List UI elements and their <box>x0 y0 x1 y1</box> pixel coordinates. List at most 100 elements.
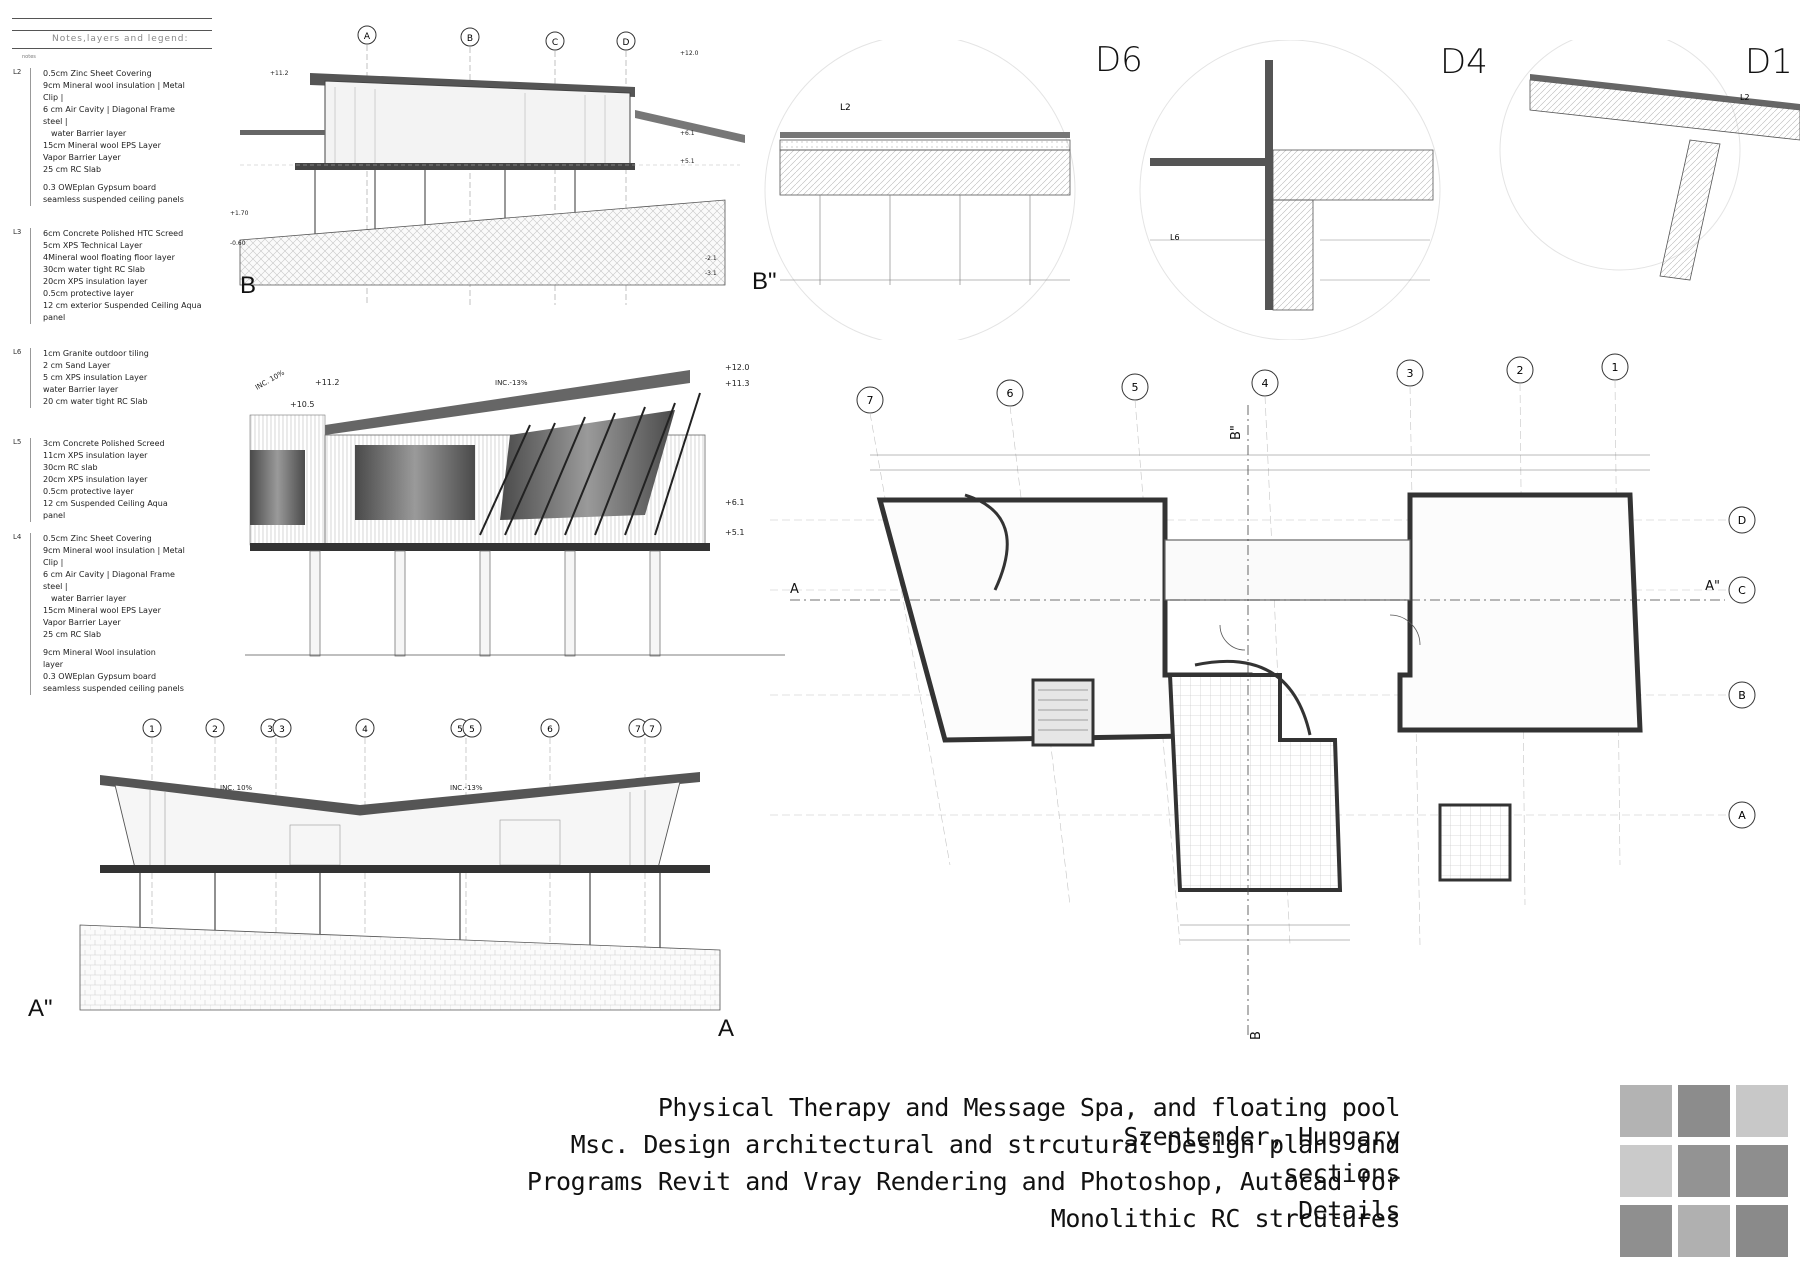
swatch <box>1736 1205 1788 1257</box>
svg-text:D: D <box>623 38 630 48</box>
svg-text:1: 1 <box>149 725 155 735</box>
layer-line: 9cm Mineral wool insulation | Metal <box>43 546 185 555</box>
legend-notes-label: notes <box>22 54 36 60</box>
level-tag: +5.1 <box>725 528 744 537</box>
level-tag: +6.1 <box>725 498 744 507</box>
caption-line-2: Msc. Design architectural and strcutural… <box>570 1130 1401 1188</box>
axis-bubble-a: A <box>357 25 377 45</box>
layer-line: water Barrier layer <box>51 129 127 138</box>
layer-line: 0.5cm Zinc Sheet Covering <box>43 534 152 543</box>
plan-wing-right <box>1397 492 1643 733</box>
svg-text:A: A <box>1738 809 1746 822</box>
layer-line: 0.5cm protective layer <box>43 487 134 496</box>
layer-line: seamless suspended ceiling panels <box>43 195 184 204</box>
svg-text:L2: L2 <box>1740 93 1750 102</box>
svg-text:3: 3 <box>1407 367 1414 380</box>
level-tag: +11.3 <box>725 379 750 388</box>
legend-rule-top <box>12 18 212 19</box>
elevation-roof <box>325 370 690 435</box>
caption-line-3: Programs Revit and Vray Rendering and Ph… <box>526 1167 1401 1225</box>
layer-line: water Barrier layer <box>43 385 119 394</box>
building-volume <box>324 80 631 166</box>
layer-name: L4 <box>13 533 22 541</box>
layer-line: 6 cm Air Cavity | Diagonal Frame <box>43 105 175 114</box>
detail-d1: L2 <box>1499 40 1800 281</box>
axis-bubble: 5 <box>1121 373 1149 401</box>
swatch <box>1620 1085 1672 1137</box>
svg-text:7: 7 <box>649 725 655 735</box>
section-b-label: B <box>240 272 257 299</box>
layer-line: layer <box>43 660 64 669</box>
layer-group-l3: L3 6cm Concrete Polished HTC Screed 5cm … <box>13 228 233 324</box>
cut-label: A <box>790 582 799 597</box>
detail-d6-title: D6 <box>1095 40 1143 80</box>
layer-line: 0.3 OWEplan Gypsum board <box>43 672 157 681</box>
level-tag: -2.1 <box>705 255 717 262</box>
glass-bay-right <box>500 410 675 520</box>
ramp <box>635 110 745 143</box>
swatch <box>1678 1085 1730 1137</box>
layer-line: panel <box>43 313 66 322</box>
layer-line: 0.3 OWEplan Gypsum board <box>43 183 157 192</box>
level-tag: +11.2 <box>315 378 340 387</box>
layer-line: 3cm Concrete Polished Screed <box>43 439 165 448</box>
layer-line: 12 cm exterior Suspended Ceiling Aqua <box>43 301 202 310</box>
svg-text:2: 2 <box>212 725 218 735</box>
svg-text:3: 3 <box>279 725 285 735</box>
slope-labels-a: INC. 10% INC.-13% <box>220 784 483 792</box>
plan-technical-room <box>1438 803 1512 882</box>
axis-bubble: 7 <box>642 718 662 738</box>
plan-stair <box>1031 678 1095 747</box>
section-a-volume <box>114 781 681 869</box>
level-tag: +10.5 <box>290 400 315 409</box>
level-tag: -3.1 <box>705 270 717 277</box>
layer-line: 20cm XPS insulation layer <box>43 475 148 484</box>
detail-d1-title: D1 <box>1745 42 1793 82</box>
level-tag: -0.60 <box>230 240 246 247</box>
layer-line: 9cm Mineral wool insulation | Metal <box>43 81 185 90</box>
plan-curved-partition <box>964 493 1009 591</box>
facade-hatch <box>334 87 606 163</box>
swatch <box>1736 1145 1788 1197</box>
layer-line: 15cm Mineral wool EPS Layer <box>43 141 161 150</box>
axis-bubble: 2 <box>1506 356 1534 384</box>
layer-line: 20cm XPS insulation layer <box>43 277 148 286</box>
detail-d4: L6 <box>1139 40 1441 340</box>
axis-bubble: 6 <box>996 379 1024 407</box>
layer-line: water Barrier layer <box>51 594 127 603</box>
axis-bubble: B <box>1728 681 1756 709</box>
svg-text:1: 1 <box>1612 361 1619 374</box>
slope-label: INC. 10% <box>254 369 286 392</box>
layer-line: Clip | <box>43 93 64 102</box>
svg-text:A: A <box>364 32 371 42</box>
section-b-drawing: A B C D +12.0 +11.2 +6.1 +5.1 +1.70 -0.6… <box>230 25 745 305</box>
axis-bubble: 3 <box>272 718 292 738</box>
layer-line: 5 cm XPS insulation Layer <box>43 373 148 382</box>
svg-text:6: 6 <box>547 725 553 735</box>
svg-text:3: 3 <box>267 725 273 735</box>
section-b-prime-label: B" <box>752 268 777 295</box>
glass-bay-center <box>355 445 475 520</box>
level-tag: +6.1 <box>680 130 695 137</box>
section-a-prime-label: A" <box>28 995 53 1022</box>
svg-text:7: 7 <box>867 394 874 407</box>
detail-drawings: L2 L6 L2 <box>764 40 1800 340</box>
axis-bubble: 1 <box>1601 353 1629 381</box>
cut-label: A" <box>1705 579 1720 594</box>
svg-text:6: 6 <box>1007 387 1014 400</box>
layer-line: 0.5cm Zinc Sheet Covering <box>43 69 152 78</box>
level-tags: +12.0 +11.2 +6.1 +5.1 +1.70 -0.60 -2.1 -… <box>230 50 717 277</box>
plan-curved-wall <box>1194 659 1312 736</box>
layer-line: 2 cm Sand Layer <box>43 361 111 370</box>
layer-line: 12 cm Suspended Ceiling Aqua <box>43 499 168 508</box>
layer-line: 4Mineral wool floating floor layer <box>43 253 175 262</box>
layer-line: seamless suspended ceiling panels <box>43 684 184 693</box>
elevation-piles <box>309 550 661 657</box>
axis-bubble: 1 <box>142 718 162 738</box>
layer-line: steel | <box>43 117 68 126</box>
elevation-floor <box>250 543 710 551</box>
floor-plan-drawing: 7 6 5 4 3 2 1 D C B A <box>770 353 1756 1040</box>
layer-name: L2 <box>13 68 22 76</box>
layer-line: Vapor Barrier Layer <box>43 618 121 627</box>
svg-text:5: 5 <box>1132 381 1139 394</box>
